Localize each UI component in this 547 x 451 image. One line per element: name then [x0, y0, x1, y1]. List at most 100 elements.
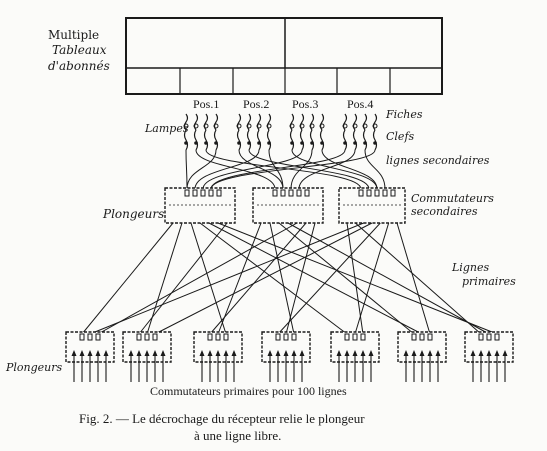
arrow-head-icon [71, 350, 77, 356]
switch-contact [291, 333, 297, 341]
switch-contact [352, 333, 358, 341]
primary-line [285, 222, 316, 335]
primary-line [269, 222, 295, 335]
switch-contact [144, 333, 150, 341]
secondary-switch-box [252, 187, 324, 224]
primary-switch [193, 331, 243, 382]
arrow-head-icon [427, 350, 433, 356]
arrow-head-icon [207, 350, 213, 356]
multiple-label-line2: Tableaux [52, 43, 107, 57]
lampe-icon [247, 141, 251, 145]
arrow-head-icon [419, 350, 425, 356]
secondary-line [248, 149, 370, 190]
lampe-icon [353, 141, 357, 145]
switch-contact [79, 333, 85, 341]
lampe-icon [300, 141, 304, 145]
clef-icon [372, 123, 378, 129]
fiche-cord-wire [203, 129, 209, 151]
switch-contact [344, 333, 350, 341]
secondary-line [238, 149, 284, 190]
primary-line [190, 222, 227, 335]
clef-icon [236, 123, 242, 129]
primary-switch [261, 331, 311, 382]
primary-line [287, 222, 490, 335]
arrow-head-icon [136, 350, 142, 356]
switch-contact [478, 333, 484, 341]
label-fiches: Fiches [385, 108, 423, 121]
fiche-cord [299, 113, 305, 151]
pos-label-3: Pos.3 [292, 97, 318, 111]
fiche-cord-wire [289, 129, 295, 151]
arrow-head-icon [352, 350, 358, 356]
clef-icon [319, 123, 325, 129]
lampe-icon [204, 141, 208, 145]
switch-contact [275, 333, 281, 341]
primary-line [278, 222, 415, 335]
pos-label-2: Pos.2 [243, 97, 269, 111]
arrow-head-icon [275, 350, 281, 356]
arrow-head-icon [103, 350, 109, 356]
primary-line [209, 222, 307, 335]
primary-switch [397, 331, 447, 382]
arrow-head-icon [470, 350, 476, 356]
fiche-cord-wire [183, 129, 189, 151]
fiche-cord [309, 113, 315, 151]
switch-contact [360, 333, 366, 341]
secondary-line [185, 149, 188, 190]
fiche-cord [203, 113, 209, 151]
label-lignes-secondaires: lignes secondaires [386, 154, 490, 167]
secondary-line [186, 149, 217, 190]
fiche-cord [236, 113, 242, 151]
arrow-head-icon [368, 350, 374, 356]
switch-contact [200, 189, 206, 197]
arrow-head-icon [160, 350, 166, 356]
primary-line [81, 222, 174, 335]
secondary-switch [252, 187, 324, 224]
lampe-icon [237, 141, 241, 145]
fiche-cord [213, 113, 219, 151]
arrow-head-icon [502, 350, 508, 356]
fiche-cord-wire [319, 129, 325, 151]
clef-icon [289, 123, 295, 129]
label-clefs: Clefs [386, 130, 415, 143]
fiche-cord-wire [352, 129, 358, 151]
arrow-head-icon [87, 350, 93, 356]
lampe-icon [373, 141, 377, 145]
fiches-group [183, 113, 378, 151]
caption-line2: à une ligne libre. [194, 428, 281, 443]
primary-switch [330, 331, 380, 382]
label-lampes: Lampes [144, 122, 189, 135]
arrow-head-icon [494, 350, 500, 356]
arrow-head-icon [128, 350, 134, 356]
switch-contact [223, 333, 229, 341]
label-plongeurs-top: Plongeurs [102, 207, 164, 221]
switch-contact [374, 189, 380, 197]
label-lignes-primaires-2: primaires [462, 275, 516, 288]
switch-contact [192, 189, 198, 197]
primary-switches [65, 331, 514, 382]
primary-switch [464, 331, 514, 382]
primary-switch [122, 331, 172, 382]
arrow-head-icon [344, 350, 350, 356]
lampe-icon [267, 141, 271, 145]
lampe-icon [310, 141, 314, 145]
primary-line [199, 222, 348, 335]
primary-line [97, 222, 298, 335]
fiche-cord-wire [309, 129, 315, 151]
clef-icon [309, 123, 315, 129]
fiche-cord-wire [372, 129, 378, 151]
switch-contact [366, 189, 372, 197]
secondary-switch-box [164, 187, 236, 224]
lampe-icon [343, 141, 347, 145]
primary-line [146, 222, 183, 335]
fiche-cord [193, 113, 199, 151]
fiche-cord [183, 113, 189, 151]
switch-contact [494, 333, 500, 341]
switch-contact [272, 189, 278, 197]
arrow-head-icon [336, 350, 342, 356]
label-lignes-primaires-1: Lignes [451, 261, 489, 274]
multiple-label-line3: d'abonnés [48, 59, 110, 73]
primary-line [208, 222, 423, 335]
fiche-cord [352, 113, 358, 151]
caption-line1: Fig. 2. — Le décrochage du récepteur rel… [79, 411, 365, 426]
